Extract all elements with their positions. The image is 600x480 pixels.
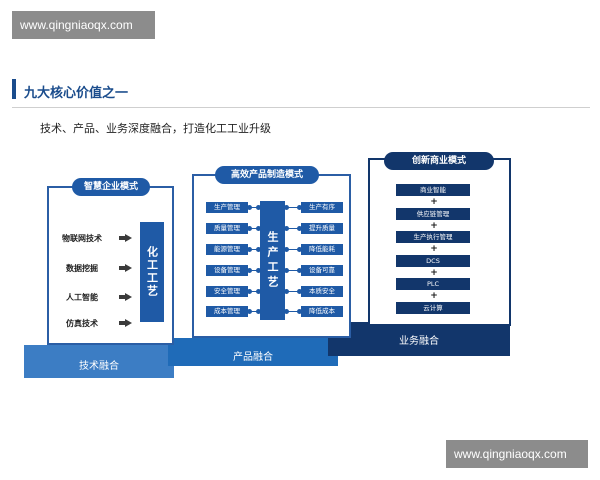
product-right-item: 降低成本 (301, 306, 343, 317)
connector-line (284, 226, 302, 231)
arrow-right-icon (119, 234, 132, 242)
production-process-box: 生产工艺 (260, 201, 285, 320)
business-item: DCS (396, 255, 470, 267)
watermark-top: www.qingniaoqx.com (12, 11, 155, 39)
tech-item: 仿真技术 (66, 319, 98, 328)
tag-product: 高效产品制造模式 (215, 166, 319, 184)
tech-item: 数据挖掘 (66, 264, 98, 273)
product-right-item: 生产有序 (301, 202, 343, 213)
connector-line (247, 247, 261, 252)
platform-product-label: 产品融合 (233, 352, 273, 363)
product-right-item: 设备可靠 (301, 265, 343, 276)
plus-icon: + (430, 221, 438, 231)
platform-tech: 技术融合 (24, 345, 174, 378)
page-title: 九大核心价值之一 (24, 86, 129, 101)
production-process-label: 生产工艺 (266, 230, 279, 291)
product-left-item: 质量管理 (206, 223, 248, 234)
platform-tech-label: 技术融合 (79, 361, 119, 372)
plus-icon: + (430, 268, 438, 278)
connector-line (247, 226, 261, 231)
plus-icon: + (430, 244, 438, 254)
connector-line (284, 247, 302, 252)
connector-line (247, 268, 261, 273)
product-right-item: 降低能耗 (301, 244, 343, 255)
plus-icon: + (430, 291, 438, 301)
arrow-right-icon (119, 319, 132, 327)
connector-line (247, 289, 261, 294)
business-item: 供应链管理 (396, 208, 470, 220)
page-subtitle: 技术、产品、业务深度融合，打造化工工业升级 (40, 122, 271, 135)
tech-item: 物联网技术 (62, 234, 102, 243)
connector-line (284, 268, 302, 273)
plus-icon: + (430, 197, 438, 207)
connector-line (247, 309, 261, 314)
chem-process-label: 化工工艺 (145, 246, 159, 298)
title-accent-bar (12, 79, 16, 99)
connector-line (284, 309, 302, 314)
product-left-item: 设备管理 (206, 265, 248, 276)
product-right-item: 提升质量 (301, 223, 343, 234)
business-item: 商业智能 (396, 184, 470, 196)
product-left-item: 安全管理 (206, 286, 248, 297)
tech-item: 人工智能 (66, 293, 98, 302)
product-right-item: 本质安全 (301, 286, 343, 297)
product-left-item: 生产管理 (206, 202, 248, 213)
business-item: 云计算 (396, 302, 470, 314)
title-divider (12, 107, 590, 108)
connector-line (284, 289, 302, 294)
platform-product: 产品融合 (168, 338, 338, 366)
chem-process-box: 化工工艺 (140, 222, 164, 322)
business-item: PLC (396, 278, 470, 290)
product-left-item: 成本管理 (206, 306, 248, 317)
tag-business: 创新商业模式 (384, 152, 494, 170)
connector-line (247, 205, 261, 210)
arrow-right-icon (119, 293, 132, 301)
watermark-bottom: www.qingniaoqx.com (446, 440, 588, 468)
tag-tech: 智慧企业模式 (72, 178, 150, 196)
business-item: 生产执行管理 (396, 231, 470, 243)
connector-line (284, 205, 302, 210)
platform-business: 业务融合 (328, 322, 510, 356)
platform-business-label: 业务融合 (399, 336, 439, 347)
arrow-right-icon (119, 264, 132, 272)
product-left-item: 能源管理 (206, 244, 248, 255)
